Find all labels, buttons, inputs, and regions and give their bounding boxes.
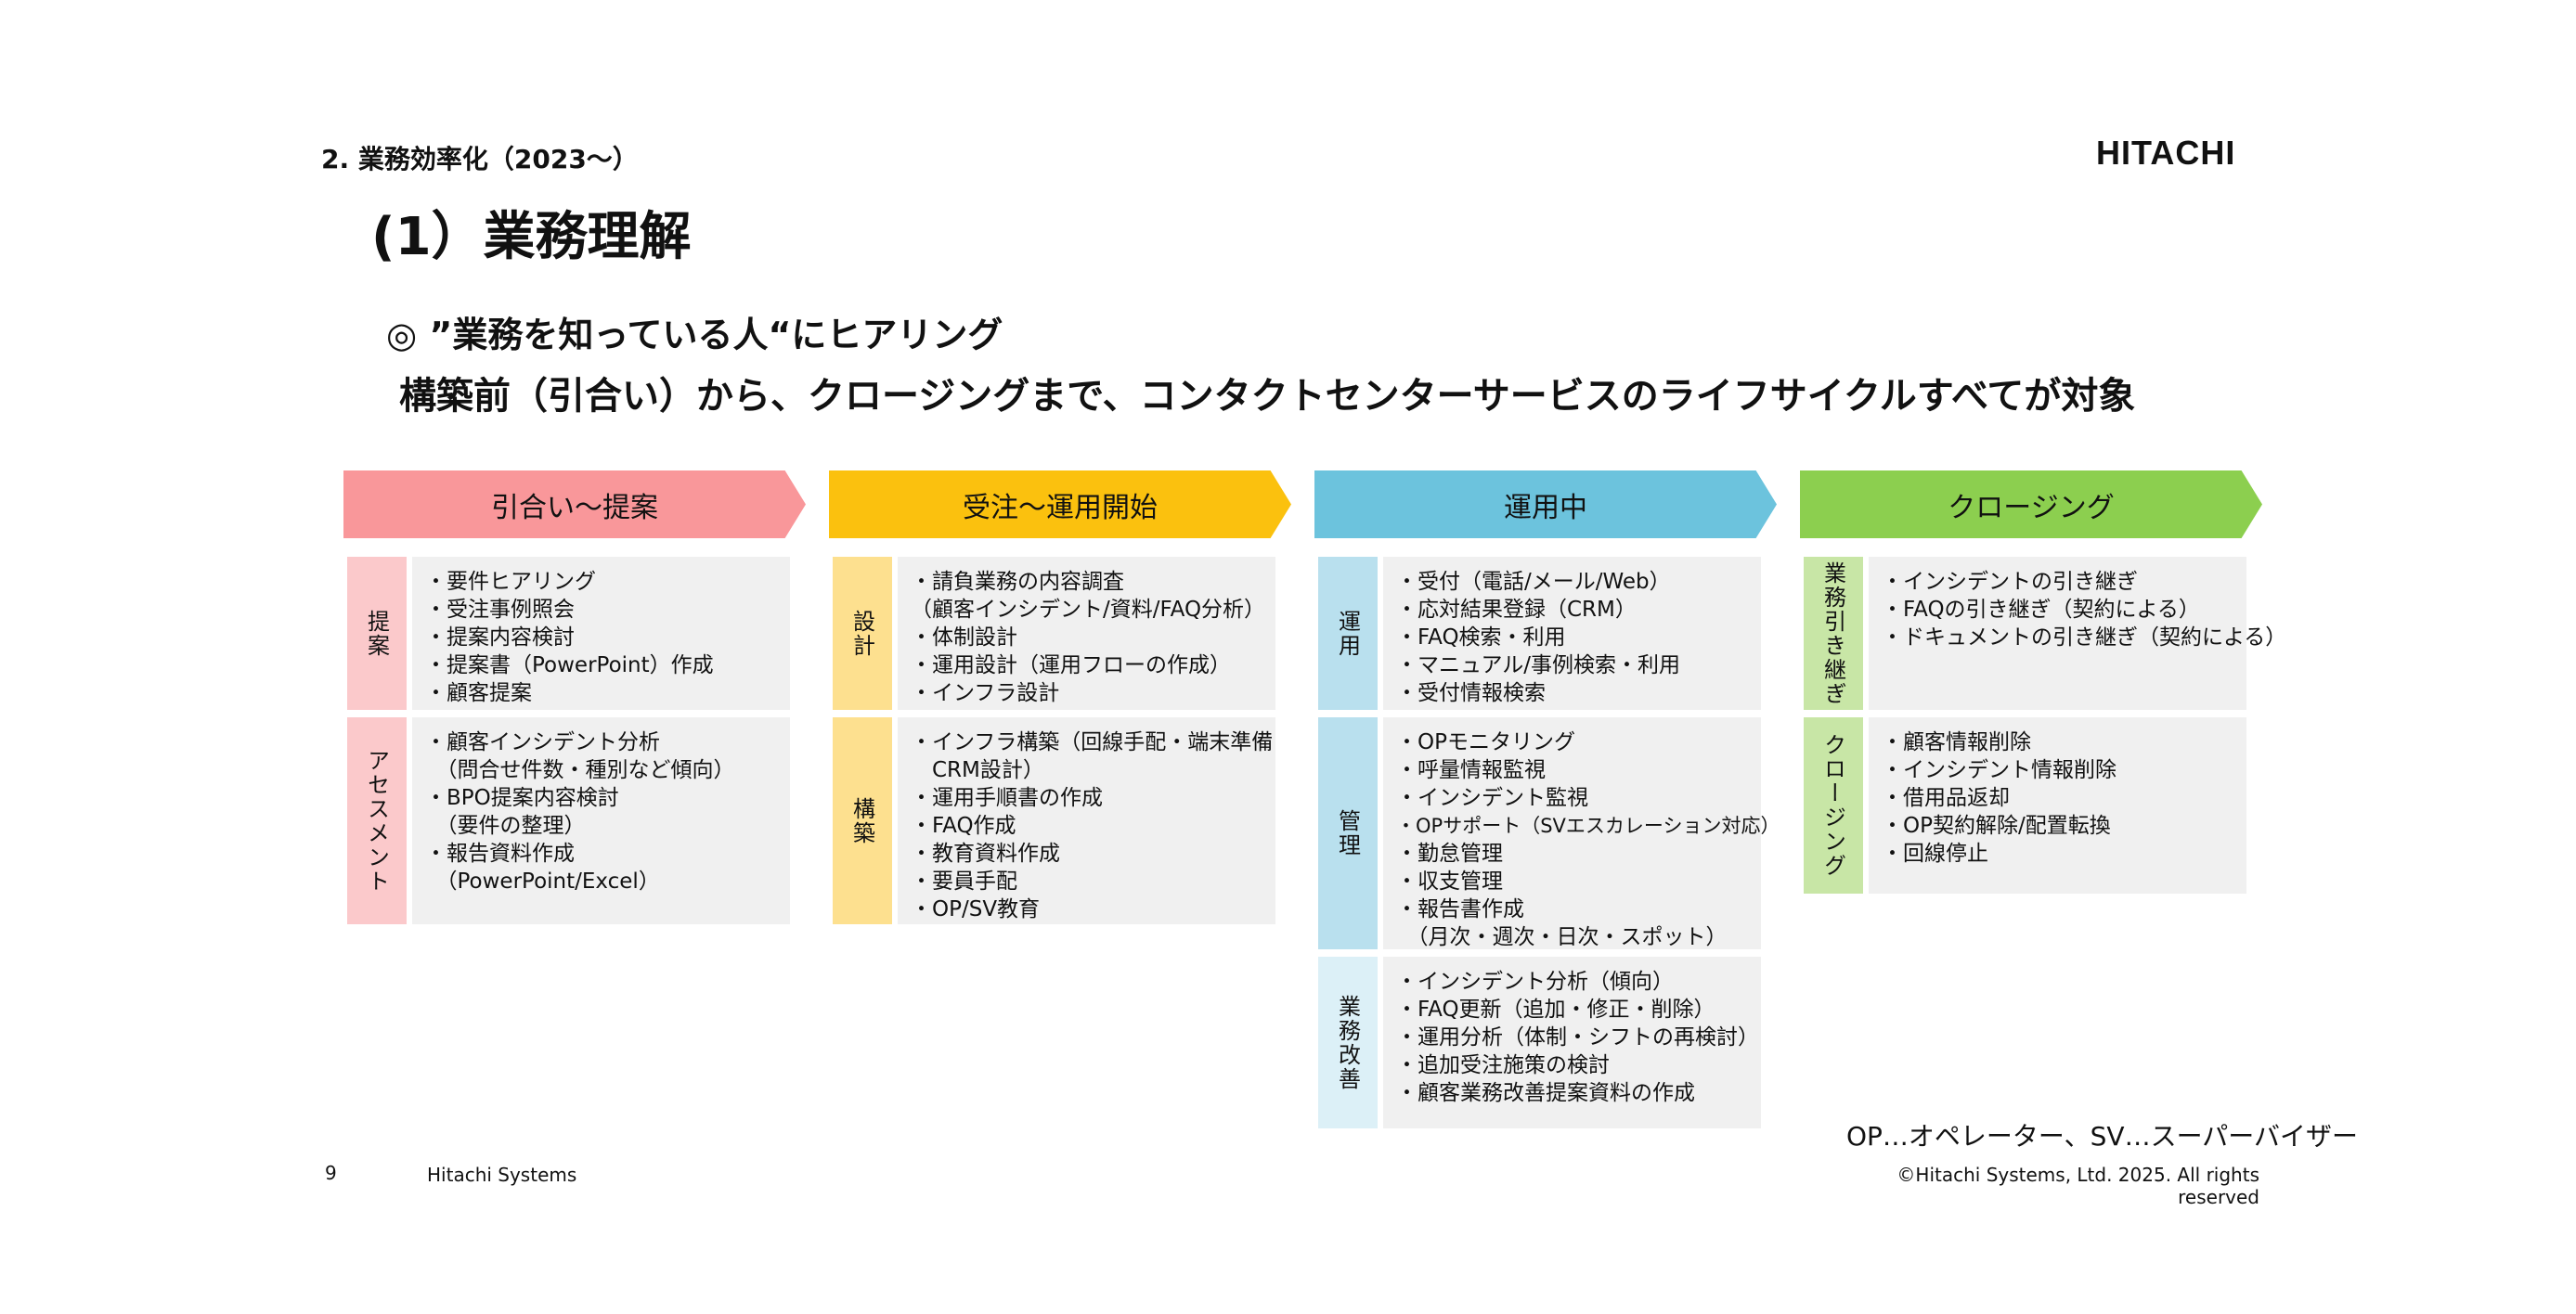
category-build: 構築: [833, 717, 892, 924]
phase-header-order: 受注～運用開始: [829, 470, 1291, 538]
category-proposal: 提案: [347, 557, 407, 710]
category-handover: 業務引き継ぎ: [1804, 557, 1863, 710]
list-item: ・OP/SV教育: [911, 897, 1041, 921]
list-item: ・体制設計: [911, 625, 1017, 650]
abbreviation-note: OP…オペレーター、SV…スーパーバイザー: [1846, 1121, 2359, 1152]
list-item: ・BPO提案内容検討: [425, 786, 619, 810]
category-operation: 運用: [1318, 557, 1378, 710]
list-item: ・受付（電話/メール/Web）: [1396, 570, 1671, 594]
list-item: ・FAQ作成: [911, 814, 1016, 838]
list-item: ・インシデント情報削除: [1882, 758, 2116, 782]
page-title: (1）業務理解: [371, 207, 692, 267]
list-item: ・応対結果登録（CRM）: [1396, 598, 1637, 622]
list-item: ・FAQの引き継ぎ（契約による）: [1882, 598, 2200, 622]
list-item: ・提案書（PowerPoint）作成: [425, 653, 714, 677]
list-item: （要件の整理）: [425, 814, 586, 838]
section-heading: 2. 業務効率化（2023～）: [321, 144, 639, 174]
list-item: ・インフラ構築（回線手配・端末準備: [911, 730, 1274, 754]
list-item: ・インフラ設計: [911, 681, 1060, 705]
task-box-handover: ・インシデントの引き継ぎ ・FAQの引き継ぎ（契約による） ・ドキュメントの引き…: [1869, 557, 2287, 710]
subtitle-line1: ◎ ”業務を知っている人“にヒアリング: [386, 315, 1003, 355]
list-item: ・FAQ検索・利用: [1396, 625, 1566, 650]
hitachi-logo: HITACHI: [2096, 134, 2236, 172]
category-design: 設計: [833, 557, 892, 710]
category-assessment: アセスメント: [347, 717, 407, 924]
list-item: ・報告書作成: [1396, 897, 1524, 921]
list-item: ・勤怠管理: [1396, 842, 1503, 866]
list-item: ・報告資料作成: [425, 842, 575, 866]
list-item: ・顧客提案: [425, 681, 532, 705]
subtitle-line2: 構築前（引合い）から、クロージングまで、コンタクトセンターサービスのライフサイク…: [399, 375, 2136, 418]
list-item: ・OPサポート（SVエスカレーション対応）: [1396, 815, 1780, 837]
task-box-management: ・OPモニタリング ・呼量情報監視 ・インシデント監視 ・OPサポート（SVエス…: [1383, 717, 1780, 949]
list-item: ・運用手順書の作成: [911, 786, 1103, 810]
task-box-build: ・インフラ構築（回線手配・端末準備 CRM設計） ・運用手順書の作成 ・FAQ作…: [898, 717, 1275, 924]
list-item: ・インシデント分析（傾向）: [1396, 970, 1674, 994]
phase-header-operation: 運用中: [1314, 470, 1777, 538]
list-item: ・OP契約解除/配置転換: [1882, 814, 2111, 838]
task-box-design: ・請負業務の内容調査 （顧客インシデント/資料/FAQ分析） ・体制設計 ・運用…: [898, 557, 1275, 710]
list-item: （PowerPoint/Excel）: [425, 870, 660, 894]
list-item: ・顧客情報削除: [1882, 730, 2031, 754]
task-box-proposal: ・要件ヒアリング ・受注事例照会 ・提案内容検討 ・提案書（PowerPoint…: [412, 557, 790, 710]
copyright: ©Hitachi Systems, Ltd. 2025. All rights …: [1896, 1164, 2259, 1208]
list-item: ・教育資料作成: [911, 842, 1060, 866]
list-item: ・顧客業務改善提案資料の作成: [1396, 1081, 1695, 1105]
list-item: ・受付情報検索: [1396, 681, 1546, 705]
list-item: ・インシデント監視: [1396, 786, 1588, 810]
category-management: 管理: [1318, 717, 1378, 949]
list-item: ・運用設計（運用フローの作成）: [911, 653, 1231, 677]
list-item: （問合せ件数・種別など傾向）: [425, 758, 735, 782]
phase-header-inquiry: 引合い～提案: [343, 470, 806, 538]
list-item: ・請負業務の内容調査: [911, 570, 1124, 594]
list-item: ・借用品返却: [1882, 786, 2010, 810]
list-item: ・要員手配: [911, 870, 1017, 894]
category-closing: クロージング: [1804, 717, 1863, 894]
phase-header-closing: クロージング: [1800, 470, 2262, 538]
list-item: ・収支管理: [1396, 870, 1503, 894]
list-item: ・回線停止: [1882, 842, 1988, 866]
list-item: ・追加受注施策の検討: [1396, 1053, 1610, 1077]
task-box-assessment: ・顧客インシデント分析 （問合せ件数・種別など傾向） ・BPO提案内容検討 （要…: [412, 717, 790, 924]
list-item: CRM設計）: [911, 758, 1044, 782]
list-item: ・顧客インシデント分析: [425, 730, 660, 754]
task-box-improvement: ・インシデント分析（傾向） ・FAQ更新（追加・修正・削除） ・運用分析（体制・…: [1383, 957, 1761, 1128]
page-number: 9: [325, 1162, 337, 1184]
task-box-operation: ・受付（電話/メール/Web） ・応対結果登録（CRM） ・FAQ検索・利用 ・…: [1383, 557, 1761, 710]
list-item: ・FAQ更新（追加・修正・削除）: [1396, 998, 1715, 1022]
list-item: ・ドキュメントの引き継ぎ（契約による）: [1882, 625, 2287, 650]
list-item: ・受注事例照会: [425, 598, 575, 622]
task-box-closing: ・顧客情報削除 ・インシデント情報削除 ・借用品返却 ・OP契約解除/配置転換 …: [1869, 717, 2246, 894]
list-item: （顧客インシデント/資料/FAQ分析）: [911, 598, 1266, 622]
list-item: ・マニュアル/事例検索・利用: [1396, 653, 1681, 677]
list-item: ・提案内容検討: [425, 625, 575, 650]
list-item: ・運用分析（体制・シフトの再検討）: [1396, 1025, 1759, 1050]
footer-company: Hitachi Systems: [427, 1164, 577, 1186]
list-item: ・OPモニタリング: [1396, 730, 1575, 754]
category-improvement: 業務改善: [1318, 957, 1378, 1128]
list-item: ・インシデントの引き継ぎ: [1882, 570, 2138, 594]
list-item: ・呼量情報監視: [1396, 758, 1546, 782]
list-item: ・要件ヒアリング: [425, 570, 596, 594]
list-item: （月次・週次・日次・スポット）: [1396, 925, 1728, 949]
